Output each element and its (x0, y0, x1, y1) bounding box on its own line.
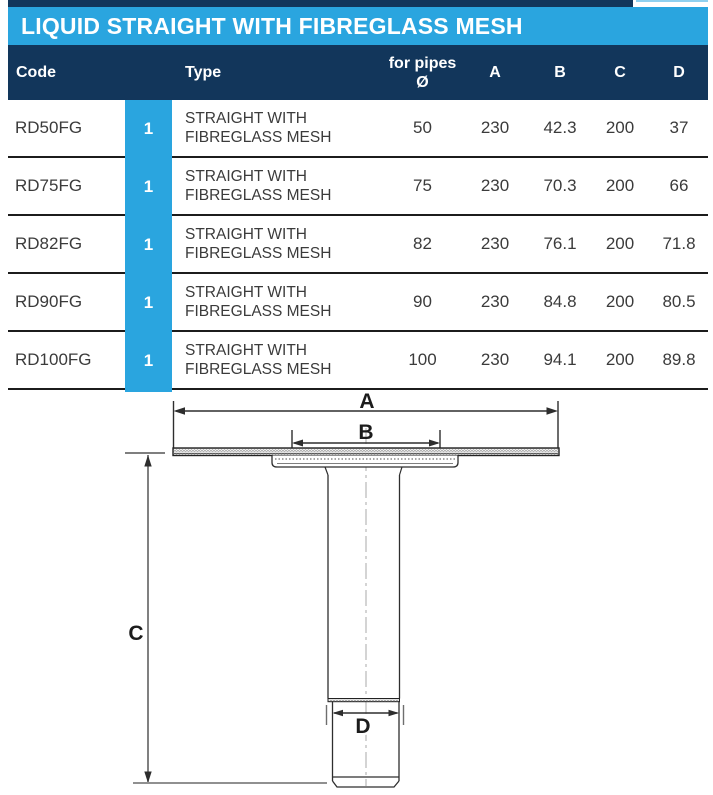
type-line2: FIBREGLASS MESH (185, 303, 332, 320)
type-line1: STRAIGHT WITH (185, 284, 307, 301)
dimension-c (125, 452, 165, 783)
header-dim-d: D (673, 64, 685, 81)
type-cell: STRAIGHT WITH FIBREGLASS MESH (172, 100, 385, 156)
dim-b-label: B (358, 421, 373, 444)
top-right-blue-line (636, 0, 708, 2)
type-line2: FIBREGLASS MESH (185, 361, 332, 378)
type-cell: STRAIGHT WITH FIBREGLASS MESH (172, 332, 385, 388)
dim-d-label: D (355, 715, 370, 738)
pipes-cell: 90 (413, 292, 432, 311)
type-cell: STRAIGHT WITH FIBREGLASS MESH (172, 158, 385, 214)
pipe-joint-band (327, 698, 400, 703)
dim-a-arrow-left (173, 407, 185, 415)
dim-a-cell: 230 (480, 292, 510, 311)
title-bar: LIQUID STRAIGHT WITH FIBREGLASS MESH (8, 7, 708, 45)
header-dim-a: A (489, 64, 501, 81)
pipes-cell: 82 (413, 234, 432, 253)
dim-b-arrow-left (292, 439, 303, 447)
dim-a-cell: 230 (480, 176, 510, 195)
dim-d-cell: 66 (669, 176, 689, 195)
dimension-d (325, 705, 405, 725)
collar (271, 455, 459, 476)
code-cell: RD100FG (15, 350, 92, 369)
dim-b-cell: 76.1 (543, 234, 577, 253)
dim-a-arrow-right (546, 407, 558, 415)
qty-badge: 1 (143, 235, 154, 254)
dim-d-arrow-left (332, 709, 343, 717)
dim-d-cell: 80.5 (662, 292, 696, 311)
table-row: RD82FG STRAIGHT WITH FIBREGLASS MESH 82 … (8, 216, 708, 274)
pipe-spigot (331, 702, 400, 788)
type-cell: STRAIGHT WITH FIBREGLASS MESH (172, 274, 385, 330)
table-header-row: Code Type for pipes Ø A B C D (8, 45, 708, 100)
dim-d-arrow-right (388, 709, 399, 717)
type-line2: FIBREGLASS MESH (185, 187, 332, 204)
dim-d-cell: 89.8 (662, 350, 696, 369)
technical-drawing: A B (125, 393, 560, 788)
top-navy-strip (8, 0, 633, 7)
header-for-pipes: for pipes Ø (385, 45, 460, 100)
qty-badge-stripe: 1 1 1 1 1 (125, 100, 172, 392)
dim-c-cell: 200 (605, 292, 635, 311)
qty-badge: 1 (143, 177, 154, 196)
header-for-pipes-diameter-symbol: Ø (416, 73, 429, 91)
dim-c-cell: 200 (605, 350, 635, 369)
type-line1: STRAIGHT WITH (185, 342, 307, 359)
dim-c-arrow-up (144, 455, 152, 467)
type-line1: STRAIGHT WITH (185, 168, 307, 185)
code-cell: RD90FG (15, 292, 83, 311)
dim-a-cell: 230 (480, 118, 510, 137)
header-code: Code (16, 64, 56, 81)
header-dim-b: B (554, 64, 566, 81)
dim-c-cell: 200 (605, 176, 635, 195)
flange (172, 447, 560, 457)
collar-flare (324, 466, 403, 476)
dim-b-arrow-right (429, 439, 440, 447)
header-for-pipes-line1: for pipes (388, 54, 457, 72)
dim-b-cell: 94.1 (543, 350, 577, 369)
table-body: RD50FG STRAIGHT WITH FIBREGLASS MESH 50 … (8, 100, 708, 390)
dim-d-cell: 37 (669, 118, 689, 137)
type-line2: FIBREGLASS MESH (185, 129, 332, 146)
pipe-body (327, 475, 401, 699)
dimension-a (172, 401, 559, 448)
dim-c-cell: 200 (605, 118, 635, 137)
qty-badge: 1 (143, 351, 154, 370)
type-line2: FIBREGLASS MESH (185, 245, 332, 262)
header-dim-c: C (614, 64, 626, 81)
code-cell: RD50FG (15, 118, 83, 137)
dim-b-cell: 42.3 (543, 118, 577, 137)
code-cell: RD82FG (15, 234, 83, 253)
header-qty-spacer (125, 45, 172, 100)
type-line1: STRAIGHT WITH (185, 110, 307, 127)
qty-badge: 1 (143, 293, 154, 312)
pipes-cell: 75 (413, 176, 432, 195)
dim-c-cell: 200 (605, 234, 635, 253)
type-line1: STRAIGHT WITH (185, 226, 307, 243)
code-cell: RD75FG (15, 176, 83, 195)
dim-a-label: A (359, 393, 374, 413)
table-row: RD75FG STRAIGHT WITH FIBREGLASS MESH 75 … (8, 158, 708, 216)
dim-a-cell: 230 (480, 234, 510, 253)
table-row: RD100FG STRAIGHT WITH FIBREGLASS MESH 10… (8, 332, 708, 390)
page-title: LIQUID STRAIGHT WITH FIBREGLASS MESH (21, 12, 523, 39)
table-row: RD90FG STRAIGHT WITH FIBREGLASS MESH 90 … (8, 274, 708, 332)
dim-b-cell: 84.8 (543, 292, 577, 311)
pipes-cell: 50 (413, 118, 432, 137)
dim-d-cell: 71.8 (662, 234, 696, 253)
dim-b-cell: 70.3 (543, 176, 577, 195)
header-type: Type (185, 64, 222, 81)
dim-a-cell: 230 (480, 350, 510, 369)
pipes-cell: 100 (408, 350, 437, 369)
table-row: RD50FG STRAIGHT WITH FIBREGLASS MESH 50 … (8, 100, 708, 158)
qty-badge: 1 (143, 119, 154, 138)
type-cell: STRAIGHT WITH FIBREGLASS MESH (172, 216, 385, 272)
dim-c-arrow-down (144, 771, 152, 783)
dim-c-label: C (128, 622, 143, 645)
